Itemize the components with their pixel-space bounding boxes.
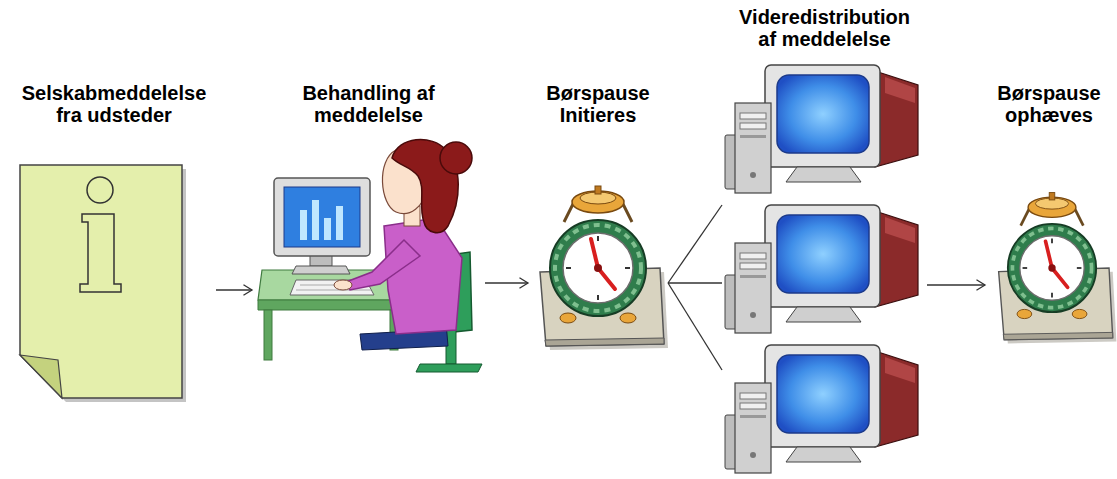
stage-node: Behandling af meddelelse <box>252 82 485 374</box>
flow-arrow <box>485 278 528 288</box>
stage-heading: Behandling af meddelelse <box>269 82 469 126</box>
stage-heading: Børspause ophæves <box>989 82 1109 126</box>
flow-arrow <box>668 205 722 370</box>
stage-heading: Selskabmeddelelse fra udsteder <box>15 82 213 126</box>
stage-heading: Videredistribution af meddelelse <box>735 6 915 50</box>
flow-arrow <box>927 280 985 290</box>
flow-arrow <box>216 285 252 295</box>
stage-heading: Børspause Initieres <box>533 82 663 126</box>
stage-node: Børspause ophæves <box>985 82 1113 347</box>
stage-node: Børspause Initieres <box>528 82 668 347</box>
stage-node: Videredistribution af meddelelse <box>722 6 927 474</box>
stage-node: Selskabmeddelelse fra udsteder <box>12 82 216 402</box>
